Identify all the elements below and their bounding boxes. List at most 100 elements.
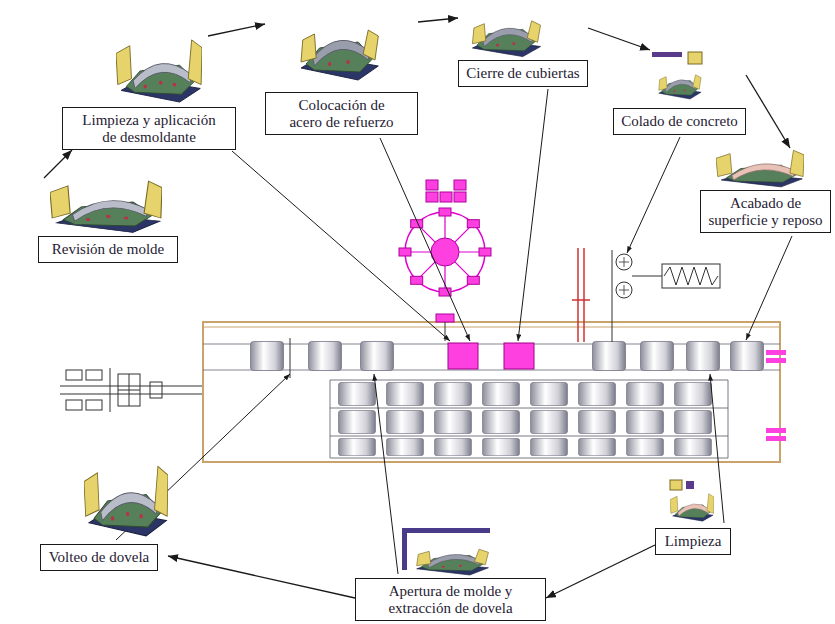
mold-illustration (301, 30, 378, 80)
mold-illustration (417, 549, 489, 575)
step-label-box: Limpieza (655, 528, 731, 555)
rack-line (330, 436, 728, 437)
mold-station (251, 342, 284, 371)
carousel-station (399, 248, 411, 256)
cage-transfer (436, 314, 454, 322)
supply-rail (577, 248, 579, 342)
equipment-block (86, 370, 102, 380)
leader-line (627, 137, 680, 253)
rail (60, 386, 203, 387)
carousel-spoke (405, 212, 485, 292)
leader-line (518, 89, 548, 341)
step-label-box: Colocación de acero de refuerzo (265, 92, 418, 135)
mold-station (593, 342, 626, 371)
rack-line (728, 380, 729, 458)
mold-station (579, 382, 616, 405)
equipment-block (66, 400, 82, 410)
process-step: Revisión de molde (38, 178, 178, 263)
supply-line (612, 250, 613, 342)
mold-station (435, 438, 472, 455)
mold-station (483, 382, 520, 405)
curing-rack (330, 380, 728, 458)
mold-station (687, 342, 720, 371)
step-label-box: Cierre de cubiertas (458, 60, 588, 87)
step-label: Revisión de molde (51, 241, 166, 258)
storage-mark (766, 350, 786, 355)
supply-line (632, 276, 662, 277)
mold-station (483, 410, 520, 433)
step-label-box: Volteo de dovela (40, 544, 158, 571)
mold-station (675, 382, 712, 405)
gantry-beam (402, 528, 490, 533)
rack-line (330, 380, 331, 458)
carousel-station (411, 276, 423, 284)
equipment-line (129, 374, 130, 406)
mold-station (627, 438, 664, 455)
demolding-illustration (402, 528, 490, 575)
process-step: Acabado de superficie y reposo (700, 148, 831, 233)
mold-station (309, 342, 342, 371)
equipment-block (66, 370, 82, 380)
rebar-station (448, 343, 478, 369)
process-step: Cierre de cubiertas (458, 8, 588, 87)
curing-molds (339, 382, 712, 455)
step-label: Colado de concreto (620, 113, 739, 130)
mold-station (627, 382, 664, 405)
mold-illustration (659, 75, 701, 99)
step-label: Apertura de molde y extracción de dovela (387, 583, 514, 616)
process-step: Apertura de molde y extracción de dovela (355, 526, 546, 621)
flow-arrow (546, 545, 655, 598)
step-label: Colocación de acero de refuerzo (288, 97, 395, 130)
leader-lines (116, 89, 792, 574)
cleaning-unit (686, 481, 694, 489)
rebar-stock (426, 192, 438, 202)
rack-line (330, 380, 728, 381)
carousel-station (467, 276, 479, 284)
rebar-carousel (399, 180, 491, 341)
mold-station (579, 410, 616, 433)
flow-arrow (208, 24, 265, 36)
mold-station (579, 438, 616, 455)
step-label-box: Revisión de molde (38, 236, 178, 263)
mold-station (641, 342, 674, 371)
mold-illustration (716, 150, 804, 187)
mold-illustration (116, 40, 202, 102)
rebar-stock (454, 192, 466, 202)
leader-line (380, 138, 470, 341)
mold-illustration (50, 181, 162, 232)
mold-station (435, 382, 472, 405)
concrete-bucket (688, 52, 702, 64)
equipment-line (110, 368, 111, 412)
rebar-stock (426, 180, 438, 190)
mold-station (531, 382, 568, 405)
mold-illustration (84, 466, 168, 535)
equipment-block (86, 400, 102, 410)
storage-mark (766, 358, 786, 363)
cleaning-unit (670, 480, 682, 490)
step-label: Acabado de superficie y reposo (707, 195, 824, 228)
mold-station (435, 410, 472, 433)
mold-illustration (472, 21, 540, 57)
mold-station (339, 382, 376, 405)
rack-line (330, 458, 728, 459)
equipment-block (150, 382, 162, 398)
step-label: Limpieza (664, 533, 723, 550)
hopper-mark (619, 257, 629, 295)
rail (60, 394, 203, 395)
mixer-coil (664, 267, 718, 285)
rebar-stock (454, 180, 466, 190)
mold-station (387, 438, 424, 455)
flow-arrow (588, 28, 650, 50)
leader-line (374, 374, 398, 574)
rebar-stock (440, 192, 452, 202)
turning-station (118, 374, 140, 406)
process-step: Colocación de acero de refuerzo (265, 12, 418, 135)
mold-station (531, 410, 568, 433)
storage-mark (766, 428, 786, 433)
cover-station (504, 343, 534, 369)
mold-station (387, 410, 424, 433)
step-label: Cierre de cubiertas (465, 65, 581, 82)
gantry-leg (402, 528, 407, 570)
building-outline (203, 322, 780, 462)
cleaning-illustration (670, 480, 714, 521)
